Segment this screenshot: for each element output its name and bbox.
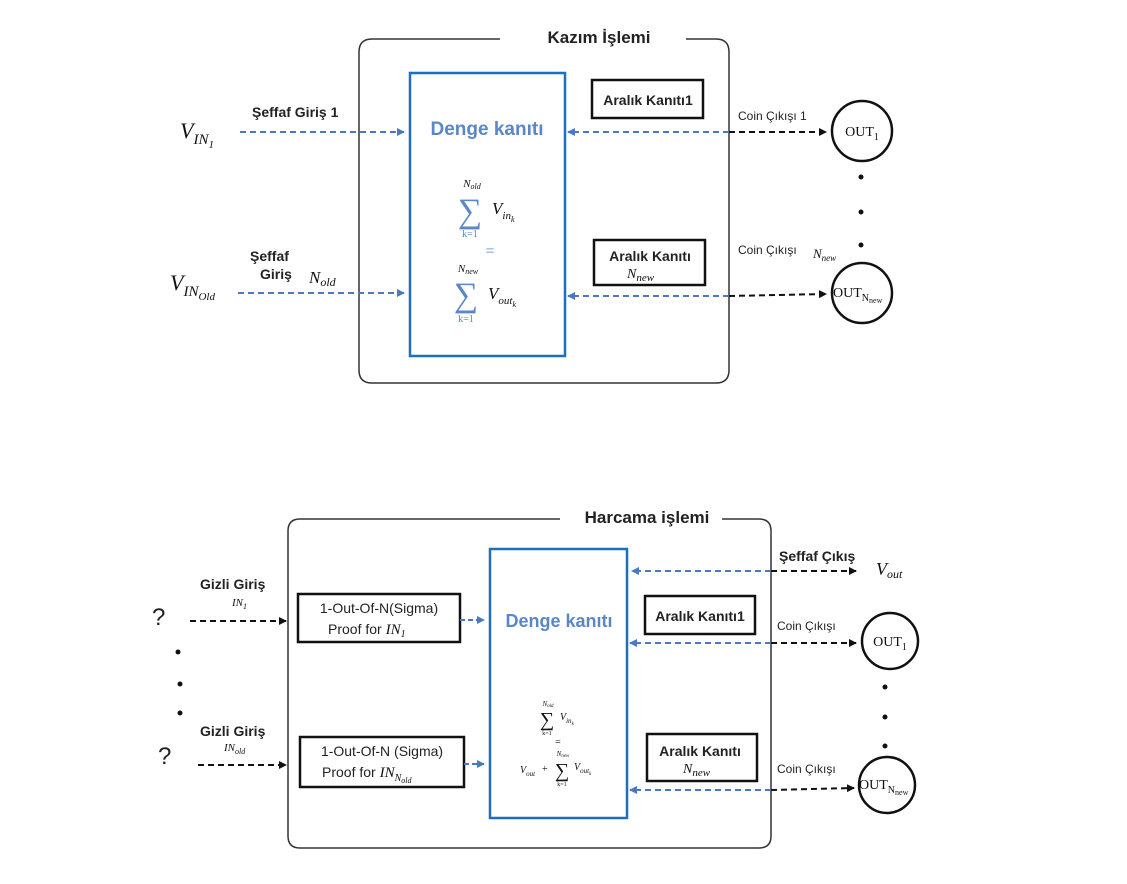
mining-input-old-label-1: Şeffaf (250, 248, 289, 264)
spending-balance-title: Denge kanıtı (505, 611, 612, 631)
spending-sigma2-line1: 1-Out-Of-N (Sigma) (321, 743, 443, 759)
mining-outnew-black-arrow (728, 290, 827, 299)
mining-range-proof2-box (592, 238, 707, 287)
spending-outer-box (287, 518, 772, 849)
svg-text:Vink: Vink (560, 712, 575, 727)
svg-text:∑: ∑ (454, 277, 478, 314)
mining-out-new: OUTNnew (833, 286, 883, 305)
spending-hidden-input-old: Gizli Giriş (200, 723, 266, 739)
svg-text:∑: ∑ (458, 193, 482, 230)
spending-title: Harcama işlemi (585, 508, 710, 527)
spending-out-new: OUTNnew (859, 778, 909, 797)
mining-input-old-label-2: Giriş (260, 266, 292, 282)
spending-balance-box (488, 547, 629, 820)
svg-text:=: = (485, 243, 494, 260)
mining-outnew-circle (830, 261, 894, 325)
spending-outnew-circle (857, 755, 917, 815)
spending-out1-circle (860, 611, 920, 671)
mining-range-proof1: Aralık Kanıtı1 (603, 92, 693, 108)
svg-text:k=1: k=1 (542, 731, 551, 737)
spending-left-dot-2 (177, 681, 183, 687)
mining-balance-formula: Nold ∑ k=1 Vink = Nnew ∑ k=1 Voutk (454, 178, 517, 325)
spending-transparent-out: Şeffaf Çıkış (779, 548, 855, 564)
mining-section: Kazım İşlemi Denge kanıtı Nold ∑ k=1 Vin… (170, 28, 894, 384)
mining-out1: OUT1 (845, 125, 879, 143)
mining-range-proof2-line1: Aralık Kanıtı (609, 248, 691, 264)
svg-text:Nnew: Nnew (556, 750, 570, 759)
spending-hidden-input1: Gizli Giriş (200, 576, 266, 592)
mining-dot-3 (858, 242, 864, 248)
spending-left-dot-3 (177, 710, 183, 716)
svg-text:Nnew: Nnew (457, 263, 479, 276)
svg-text:Voutk: Voutk (488, 284, 516, 309)
mining-input1-label: Şeffaf Giriş 1 (252, 104, 339, 120)
mining-coin-out-new: Coin Çıkışı (738, 243, 797, 257)
svg-text:k=1: k=1 (557, 782, 566, 788)
svg-text:Nold: Nold (541, 700, 554, 709)
mining-title: Kazım İşlemi (548, 28, 651, 47)
spending-section: Harcama işlemi Denge kanıtı Nold ∑ k=1 V… (152, 508, 920, 849)
svg-text:Vink: Vink (492, 199, 515, 224)
svg-text:=: = (555, 737, 561, 748)
spending-out1: OUT1 (873, 635, 907, 653)
spending-sigma1-line2: Proof for IN1 (328, 621, 406, 640)
svg-text:Nold: Nold (462, 178, 482, 191)
spending-coin-out-new: Coin Çıkışı (777, 762, 836, 776)
spending-question-2: ? (158, 743, 171, 770)
spending-balance-formula: Nold ∑ k=1 Vink = Vout + Nnew ∑ k=1 Vout… (520, 700, 592, 788)
svg-text:k=1: k=1 (462, 229, 478, 240)
spending-right-dot-2 (882, 714, 888, 720)
mining-range-proof1-box (590, 78, 705, 120)
spending-left-dot-1 (175, 649, 181, 655)
mining-coin-out-new-n: Nnew (812, 246, 836, 263)
spending-range-proof1: Aralık Kanıtı1 (655, 608, 745, 624)
spending-hidden-input-old-sub: INold (223, 742, 246, 756)
spending-question-1: ? (152, 604, 165, 631)
mining-balance-title: Denge kanıtı (431, 119, 544, 140)
mining-range-proof2-line2: Nnew (626, 267, 655, 284)
spending-sigma2-line2: Proof for INNold (322, 764, 412, 785)
spending-right-dot-3 (882, 743, 888, 749)
spending-v-out: Vout (876, 559, 903, 581)
spending-right-dot-1 (882, 684, 888, 690)
mining-dot-2 (858, 209, 864, 215)
spending-range-proof1-box (643, 594, 757, 636)
svg-text:Vout: Vout (520, 765, 536, 778)
svg-text:k=1: k=1 (458, 314, 474, 325)
mining-v-in1: VIN1 (180, 118, 214, 151)
svg-text:+: + (542, 764, 548, 775)
spending-range-proof2-line2: Nnew (682, 762, 711, 779)
mining-outer-box (358, 38, 730, 384)
svg-text:∑: ∑ (555, 760, 569, 782)
mining-v-in-old: VINOld (170, 270, 215, 303)
mining-balance-box (408, 71, 567, 358)
spending-sigma2-box (298, 735, 466, 789)
mining-coin-out1: Coin Çıkışı 1 (738, 109, 807, 123)
svg-text:∑: ∑ (540, 709, 554, 731)
spending-hidden-input1-sub: IN1 (231, 597, 247, 611)
spending-sigma1-box (296, 592, 462, 644)
spending-sigma1-line1: 1-Out-Of-N(Sigma) (320, 600, 438, 616)
spending-range-proof2-box (645, 732, 759, 783)
mining-n-old: Nold (308, 268, 337, 289)
svg-text:Voutk: Voutk (574, 762, 592, 777)
spending-outnew-black-arrow (770, 784, 855, 793)
mining-dot-1 (858, 174, 864, 180)
mining-out1-circle (830, 99, 894, 163)
spending-coin-out1: Coin Çıkışı (777, 619, 836, 633)
spending-range-proof2-line1: Aralık Kanıtı (659, 743, 741, 759)
